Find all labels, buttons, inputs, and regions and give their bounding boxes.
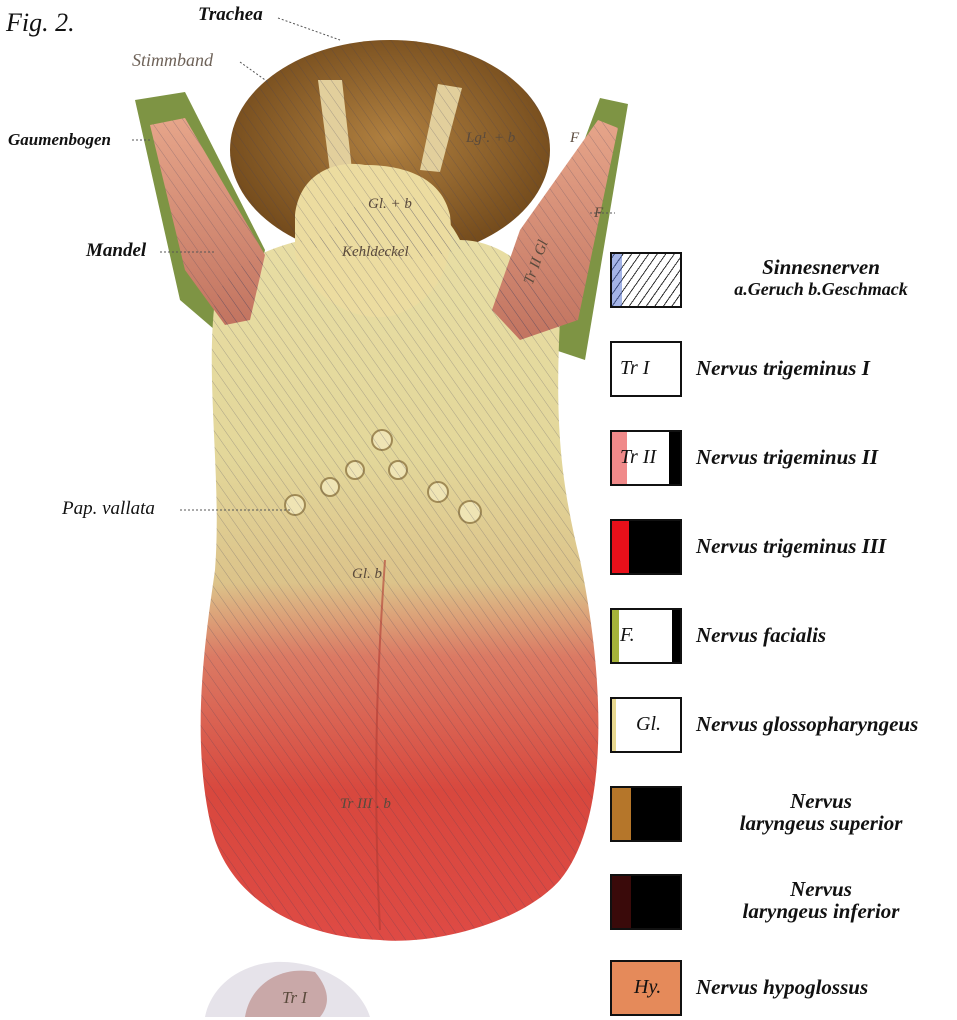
legend-swatch-cream: Gl. bbox=[610, 697, 682, 753]
legend-label: Nervus facialis bbox=[696, 624, 957, 646]
legend-label: Nervus trigeminus II bbox=[696, 446, 957, 468]
legend-swatch-orange: Hy. bbox=[610, 960, 682, 1016]
label-gaumenbogen: Gaumenbogen bbox=[8, 130, 111, 150]
legend-swatch-darkred bbox=[610, 874, 682, 930]
legend-label: Nervus laryngeus inferior bbox=[690, 878, 952, 922]
legend-item: F. Nervus facialis bbox=[0, 608, 957, 668]
legend-item: Gl. Nervus glossopharyngeus bbox=[0, 697, 957, 757]
figure-title: Fig. 2. bbox=[6, 8, 75, 38]
legend-swatch-pink: Tr II bbox=[610, 430, 682, 486]
label-lg-b: Lg¹. + b bbox=[466, 130, 515, 147]
label-f-lower: F bbox=[594, 205, 603, 222]
legend-item: Hy. Nervus hypoglossus bbox=[0, 960, 957, 1020]
legend-label: Nervus trigeminus I bbox=[696, 357, 957, 379]
legend-item: Nervus trigeminus III bbox=[0, 519, 957, 579]
legend-swatch-red bbox=[610, 519, 682, 575]
label-f-upper: F bbox=[570, 130, 579, 147]
legend-label: Nervus hypoglossus bbox=[696, 976, 957, 998]
legend-swatch-brown bbox=[610, 786, 682, 842]
legend-item: Nervus laryngeus superior bbox=[0, 786, 957, 846]
legend-item: Tr II Nervus trigeminus II bbox=[0, 430, 957, 490]
label-gl-b-top: Gl. + b bbox=[368, 196, 412, 213]
legend-item: Nervus laryngeus inferior bbox=[0, 874, 957, 934]
legend-swatch-white: Tr I bbox=[610, 341, 682, 397]
legend-label: Nervus glossopharyngeus bbox=[696, 713, 957, 735]
legend-label: Nervus trigeminus III bbox=[696, 535, 957, 557]
legend-swatch-hatched bbox=[610, 252, 682, 308]
legend-label: Sinnesnerven a.Geruch b.Geschmack bbox=[690, 256, 952, 300]
legend-item: Sinnesnerven a.Geruch b.Geschmack bbox=[0, 252, 957, 312]
label-stimmband: Stimmband bbox=[132, 50, 213, 71]
legend-item: Tr I Nervus trigeminus I bbox=[0, 341, 957, 401]
label-trachea: Trachea bbox=[198, 4, 263, 26]
legend-label: Nervus laryngeus superior bbox=[690, 790, 952, 834]
legend-swatch-green: F. bbox=[610, 608, 682, 664]
label-pap-vallata: Pap. vallata bbox=[62, 498, 155, 520]
